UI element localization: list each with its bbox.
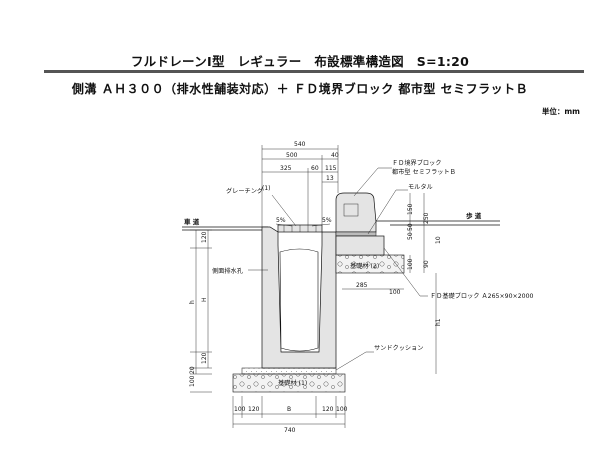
- dim-top-40: 40: [331, 152, 339, 159]
- dim-left-120-top: 120: [201, 231, 208, 243]
- label-side-drain-hole: 側面排水孔: [212, 267, 243, 275]
- leader-sand: [335, 351, 374, 371]
- leader-mortar: [367, 189, 408, 235]
- channel-inner: [279, 248, 319, 352]
- dim-bot-740: 740: [284, 427, 296, 434]
- dim-bot-120b: 120: [322, 406, 334, 413]
- mortar: [335, 231, 377, 237]
- label-base-material-1: 基礎材 (1): [278, 379, 307, 387]
- page-title: フルドレーンⅠ型 レギュラー 布設標準構造図 S=1:20: [130, 54, 470, 69]
- label-slope-left: 5%: [276, 217, 286, 224]
- label-grating: グレーチング: [226, 187, 263, 195]
- dim-right-150: 150: [407, 203, 414, 215]
- dim-top-60: 60: [311, 165, 319, 172]
- label-fd-block-1: ＦＤ境界ブロック: [392, 159, 442, 167]
- dim-left-20: 20: [189, 366, 196, 374]
- dim-right-50b: 50: [407, 232, 414, 240]
- label-mortar: モルタル: [408, 183, 433, 191]
- dim-top-13: 13: [326, 175, 334, 182]
- leader-fd-base: [383, 247, 428, 297]
- dim-bot-100a: 100: [234, 406, 246, 413]
- label-roadway: 車 道: [184, 217, 200, 226]
- dim-left-H: H: [201, 297, 208, 302]
- dim-right-50: 50: [407, 223, 414, 231]
- dim-left-120-bot: 120: [201, 352, 208, 364]
- dim-top-540: 540: [294, 141, 306, 148]
- page-subtitle: 側溝 ＡＨ３００（排水性舗装対応）＋ ＦＤ境界ブロック 都市型 セミフラットＢ: [71, 82, 529, 96]
- sand-cushion: [241, 367, 337, 375]
- label-fd-block-2: 都市型 セミフラットＢ: [392, 168, 456, 176]
- dim-top-325: 325: [280, 165, 292, 172]
- title-divider: [44, 70, 584, 73]
- fd-boundary-block: [335, 192, 377, 233]
- dim-right-10: 10: [435, 236, 442, 244]
- side-drain-channel: [261, 226, 337, 369]
- label-sidewalk: 歩 道: [466, 211, 482, 220]
- label-base-material-2: 基礎材 (2): [350, 262, 379, 270]
- dim-right-250: 250: [423, 212, 430, 224]
- dim-bot-120a: 120: [248, 406, 260, 413]
- leader-fd-block: [353, 167, 392, 197]
- dim-left-h: h: [189, 300, 196, 304]
- dim-bot-B: B: [287, 406, 291, 413]
- dim-bot-100b: 100: [336, 406, 348, 413]
- label-fd-base-block: ＦＤ基礎ブロック Ａ265×90×2000: [430, 292, 534, 300]
- dim-right-100: 100: [407, 258, 414, 270]
- dim-base-285: 285: [356, 282, 368, 289]
- label-slope-right: 5%: [322, 217, 332, 224]
- dim-right-90: 90: [423, 260, 430, 268]
- dim-base-100: 100: [389, 289, 401, 296]
- dim-right-h1: h1: [435, 318, 442, 326]
- leader-grating: [271, 194, 297, 227]
- label-sand-cushion: サンドクッション: [374, 345, 424, 352]
- unit-note: 単位：mm: [541, 107, 580, 116]
- dim-top-500: 500: [286, 152, 298, 159]
- label-grating-note: (1): [262, 185, 271, 192]
- dim-left-100: 100: [189, 375, 196, 387]
- dim-top-115: 115: [325, 165, 337, 172]
- base-material-1-pattern: [233, 374, 345, 392]
- fd-base-block: [335, 235, 385, 256]
